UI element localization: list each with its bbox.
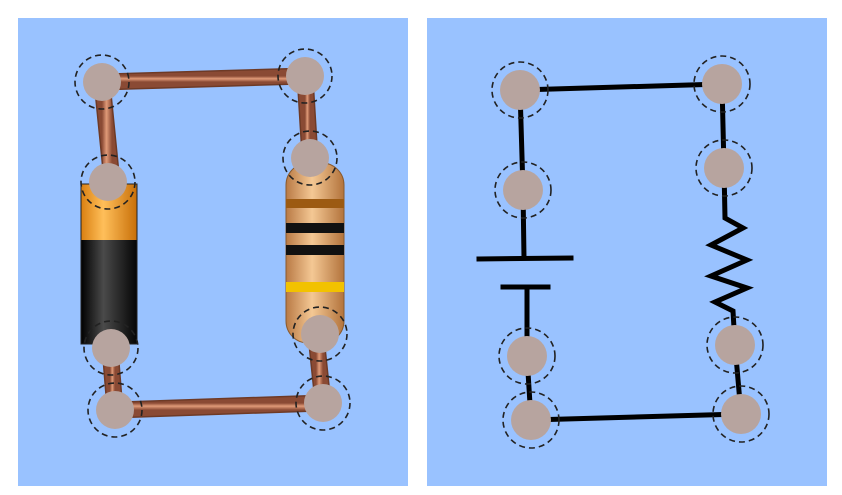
lifelike-circuit-canvas — [74, 48, 351, 438]
vertex-6[interactable] — [292, 306, 348, 362]
vertex-7[interactable] — [502, 391, 560, 449]
resistor-symbol[interactable] — [704, 165, 754, 348]
vertex-2[interactable] — [693, 55, 751, 113]
schematic-circuit-panel — [427, 18, 827, 486]
vertex-6[interactable] — [706, 316, 764, 374]
vertex-8[interactable] — [712, 385, 770, 443]
schematic-wire-bottom[interactable] — [528, 411, 744, 423]
vertex-5[interactable] — [498, 327, 556, 385]
schematic-wire-top[interactable] — [517, 81, 725, 93]
battery-symbol[interactable] — [476, 255, 574, 290]
vertex-5[interactable] — [83, 320, 139, 376]
lifelike-circuit-panel — [18, 18, 408, 486]
vertex-2[interactable] — [277, 48, 333, 104]
schematic-circuit-canvas — [476, 55, 770, 449]
vertex-3[interactable] — [80, 154, 136, 210]
vertex-3[interactable] — [494, 161, 552, 219]
vertex-7[interactable] — [87, 382, 143, 438]
vertex-1[interactable] — [74, 54, 130, 110]
wire-top[interactable] — [93, 67, 314, 91]
wire-bottom[interactable] — [106, 394, 332, 419]
vertex-4[interactable] — [695, 139, 753, 197]
vertex-8[interactable] — [295, 375, 351, 431]
vertex-4[interactable] — [282, 130, 338, 186]
vertex-1[interactable] — [491, 61, 549, 119]
